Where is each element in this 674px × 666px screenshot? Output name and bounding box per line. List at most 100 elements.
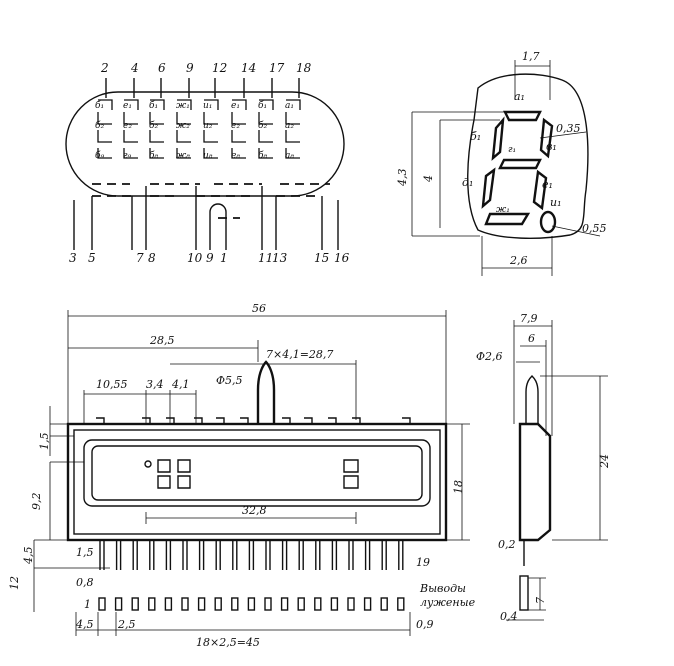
front-lead-end bbox=[330, 597, 339, 611]
bottom-pin-8: 11 bbox=[258, 251, 273, 265]
front-lead-end bbox=[181, 597, 189, 611]
dim-side-lead-len: 7 bbox=[534, 597, 547, 604]
dim-right-off: 0,9 bbox=[416, 618, 434, 631]
dim-d2: 3,4 bbox=[146, 378, 164, 391]
seg-label-zh: ж₁ bbox=[496, 205, 510, 215]
dim-pitch-group-lines bbox=[170, 360, 357, 420]
front-lead bbox=[99, 540, 105, 570]
bottom-pin-leads bbox=[73, 186, 339, 250]
segment-groups bbox=[97, 99, 301, 159]
front-body-frame bbox=[73, 429, 441, 535]
dim-side-height-lines bbox=[540, 375, 608, 541]
dim-left-detail-lines bbox=[83, 390, 197, 424]
bottom-pin-2: 5 bbox=[88, 251, 96, 265]
front-lead bbox=[215, 540, 221, 570]
pin-19-label: 19 bbox=[416, 556, 430, 569]
dim-h-top: 1,5 bbox=[38, 433, 51, 451]
dim-height-lines bbox=[446, 423, 470, 541]
front-lead-end bbox=[347, 597, 355, 611]
dim-pitch-group: 7×4,1=28,7 bbox=[266, 348, 333, 361]
top-pin-7: 17 bbox=[269, 61, 285, 75]
grp-bot-7: б₈ bbox=[258, 150, 267, 161]
dim-lead-h: 12 bbox=[8, 576, 21, 590]
front-lead bbox=[364, 540, 371, 570]
dim-digit-span: 32,8 bbox=[242, 504, 267, 517]
dim-tube-dia: Φ5,5 bbox=[216, 374, 243, 387]
dim-overall-width-lines bbox=[67, 310, 447, 424]
dim-side-width-inner-lines bbox=[520, 340, 547, 436]
grp-top-5: u₁ bbox=[203, 101, 212, 111]
grp-bot-8: a₈ bbox=[285, 151, 294, 161]
front-lead-end bbox=[214, 597, 222, 611]
dim-top-width-lines bbox=[514, 60, 551, 100]
dim-side-base: 0,2 bbox=[498, 538, 516, 551]
dim-lead-pitch-lines bbox=[75, 612, 411, 636]
front-dot bbox=[144, 460, 152, 468]
pinout-diagram: 2 4 6 9 12 14 17 18 б₁ e₁ б₁ ж₁ u₁ e₁ б₁… bbox=[65, 61, 350, 265]
dim-side-width-outer-lines bbox=[513, 320, 553, 436]
dim-lead-w: 0,8 bbox=[76, 576, 94, 589]
front-lead bbox=[182, 540, 188, 570]
decimal-dot bbox=[539, 210, 557, 234]
dim-h-low-lines bbox=[33, 539, 110, 612]
seg-label-g: г₁ bbox=[508, 145, 516, 155]
grp-top-1: б₁ bbox=[95, 100, 104, 111]
front-lead bbox=[132, 540, 138, 570]
dim-outer-height: 4,3 bbox=[396, 169, 409, 188]
front-view: 56 28,5 7×4,1=28,7 Φ5,5 10,55 3,4 4,1 1,… bbox=[8, 302, 476, 649]
dim-inner-height: 4 bbox=[422, 175, 435, 183]
dim-side-lead-t: 0,4 bbox=[500, 610, 518, 623]
front-lead bbox=[381, 540, 387, 570]
dim-side-height: 24 bbox=[598, 454, 611, 469]
front-lead-end bbox=[380, 597, 388, 611]
front-lead-end bbox=[247, 597, 256, 611]
front-lead bbox=[198, 540, 205, 570]
grp-top-4: ж₁ bbox=[176, 101, 190, 111]
dim-left-span-lines bbox=[68, 340, 259, 362]
center-tab bbox=[209, 203, 227, 213]
grp-mid-1: б₂ bbox=[95, 120, 104, 131]
bottom-pin-9: 13 bbox=[272, 251, 288, 265]
dim-left-span: 28,5 bbox=[149, 334, 175, 347]
seg-label-b: б₁ bbox=[470, 130, 481, 143]
seg-label-u: u₁ bbox=[550, 196, 562, 209]
front-body-outer bbox=[66, 422, 448, 542]
bottom-pin-7: 1 bbox=[220, 251, 228, 265]
front-lead bbox=[315, 540, 321, 570]
leads-note-1: Выводы bbox=[419, 582, 466, 595]
grp-top-8: a₁ bbox=[285, 101, 294, 111]
dim-outer-height-lines bbox=[411, 111, 510, 237]
seg-label-d: д₁ bbox=[462, 176, 473, 189]
dim-stroke: 0,35 bbox=[556, 122, 581, 135]
bottom-pin-5: 10 bbox=[187, 251, 203, 265]
front-top-tabs bbox=[96, 417, 411, 424]
front-lead bbox=[331, 540, 338, 570]
top-pin-5: 12 bbox=[212, 61, 227, 75]
grp-mid-2: e₂ bbox=[123, 121, 132, 131]
grp-top-3: б₁ bbox=[149, 100, 158, 111]
side-lead-end bbox=[519, 575, 529, 611]
front-lead-end bbox=[164, 597, 173, 611]
dim-left-off: 4,5 bbox=[75, 618, 94, 631]
front-lead-end bbox=[114, 597, 123, 611]
front-lead-end bbox=[98, 597, 106, 611]
front-window bbox=[83, 439, 431, 507]
dim-side-tube-dia: Φ2,6 bbox=[476, 350, 503, 363]
front-lead-end bbox=[297, 597, 305, 611]
front-window-inner bbox=[91, 445, 423, 501]
bottom-pin-6: 9 bbox=[206, 251, 214, 265]
dim-inner-height-lines bbox=[439, 119, 500, 228]
leads-note-2: луженые bbox=[420, 596, 476, 609]
front-lead bbox=[398, 540, 404, 570]
grp-bot-6: e₈ bbox=[231, 151, 240, 161]
front-lead-end bbox=[280, 597, 289, 611]
dim-d3: 4,1 bbox=[171, 378, 190, 391]
dim-digit-span-lines bbox=[145, 512, 357, 524]
front-lead-end bbox=[131, 597, 139, 611]
front-digits bbox=[157, 459, 359, 489]
grp-mid-4: ж₂ bbox=[176, 121, 190, 131]
grp-top-6: e₁ bbox=[231, 101, 240, 111]
front-lead-end bbox=[363, 597, 372, 611]
grp-mid-8: a₂ bbox=[285, 121, 294, 131]
